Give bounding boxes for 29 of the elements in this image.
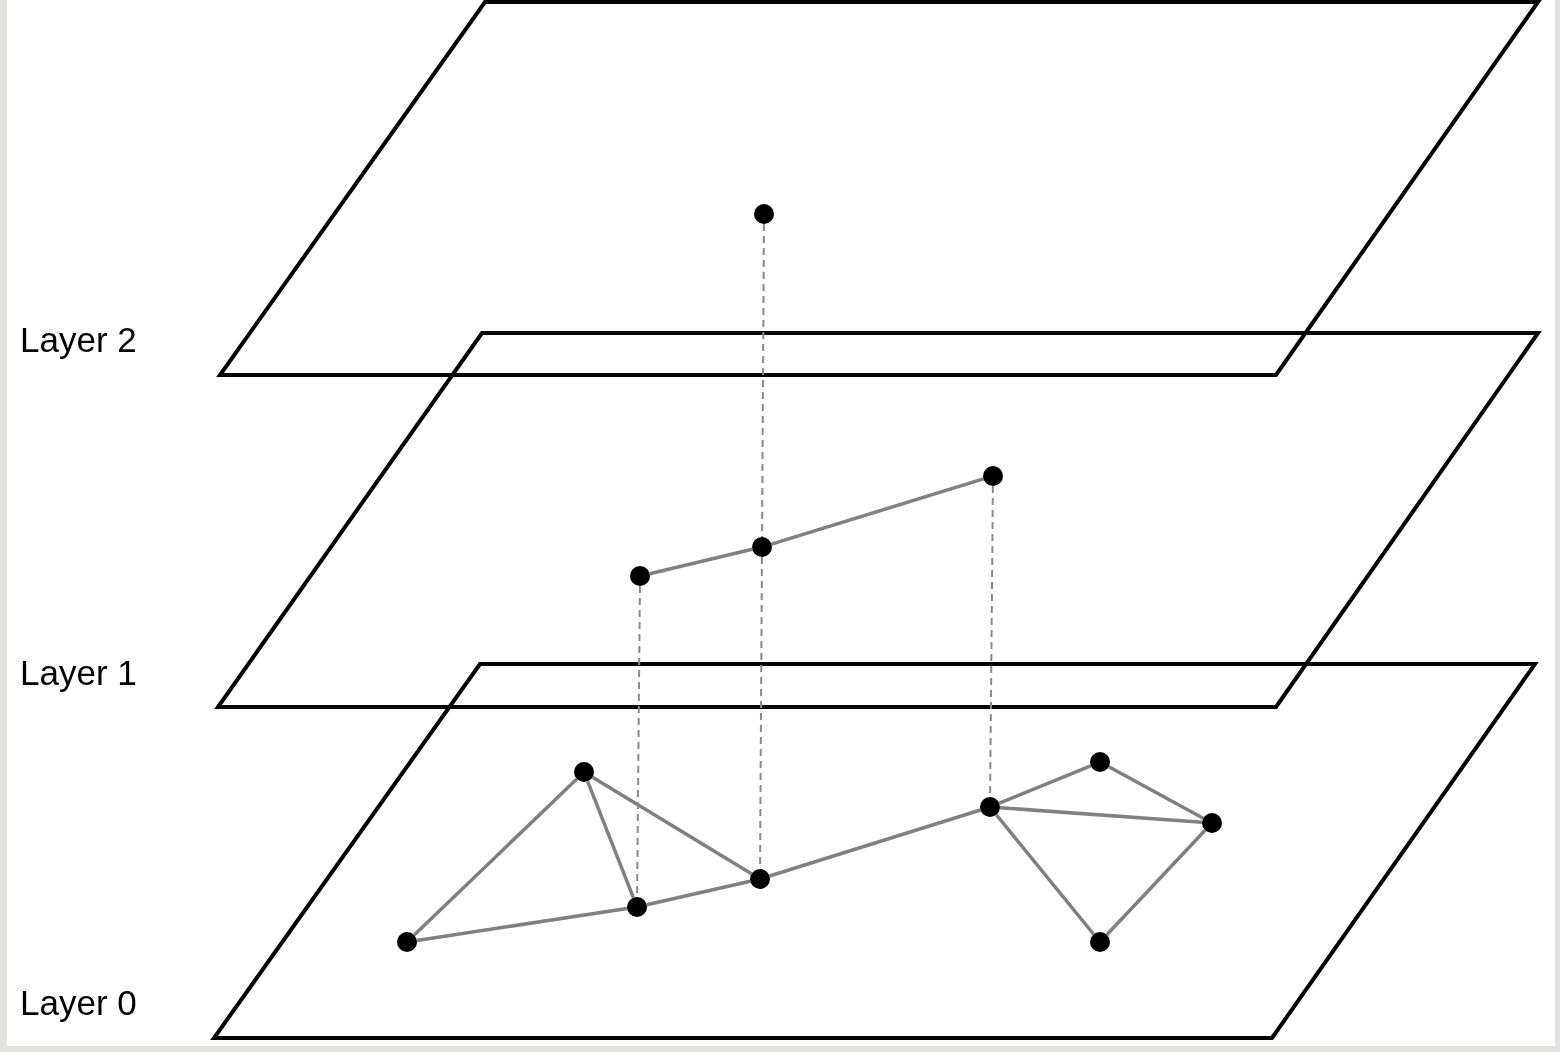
node-dot	[1202, 813, 1222, 833]
graph-edge	[769, 808, 981, 878]
node-dot	[630, 566, 650, 586]
graph-edge	[416, 906, 628, 943]
graph-edge	[413, 777, 578, 937]
node-dot	[1090, 752, 1110, 772]
graph-edge	[999, 805, 1203, 825]
layer-label: Layer 0	[20, 983, 137, 1023]
node-dot	[983, 466, 1003, 486]
graph-edge	[1105, 829, 1207, 936]
node-dot	[397, 932, 417, 952]
graph-edge	[1107, 765, 1205, 820]
node-dot	[574, 762, 594, 782]
node-dot	[752, 537, 772, 557]
graph-edge	[998, 764, 1092, 805]
graph-edge	[994, 813, 1096, 936]
graph-edge	[586, 780, 635, 899]
node-dot	[1090, 932, 1110, 952]
node-dot	[754, 204, 774, 224]
graph-edge	[591, 775, 753, 876]
graph-edge	[649, 547, 753, 576]
graph-edge	[646, 879, 751, 907]
dashed-link	[761, 223, 765, 538]
graph-edge	[771, 477, 984, 546]
node-dot	[627, 897, 647, 917]
layer-label: Layer 2	[20, 320, 137, 360]
node-dot	[750, 869, 770, 889]
node-dot	[980, 797, 1000, 817]
layer-label: Layer 1	[20, 653, 137, 693]
